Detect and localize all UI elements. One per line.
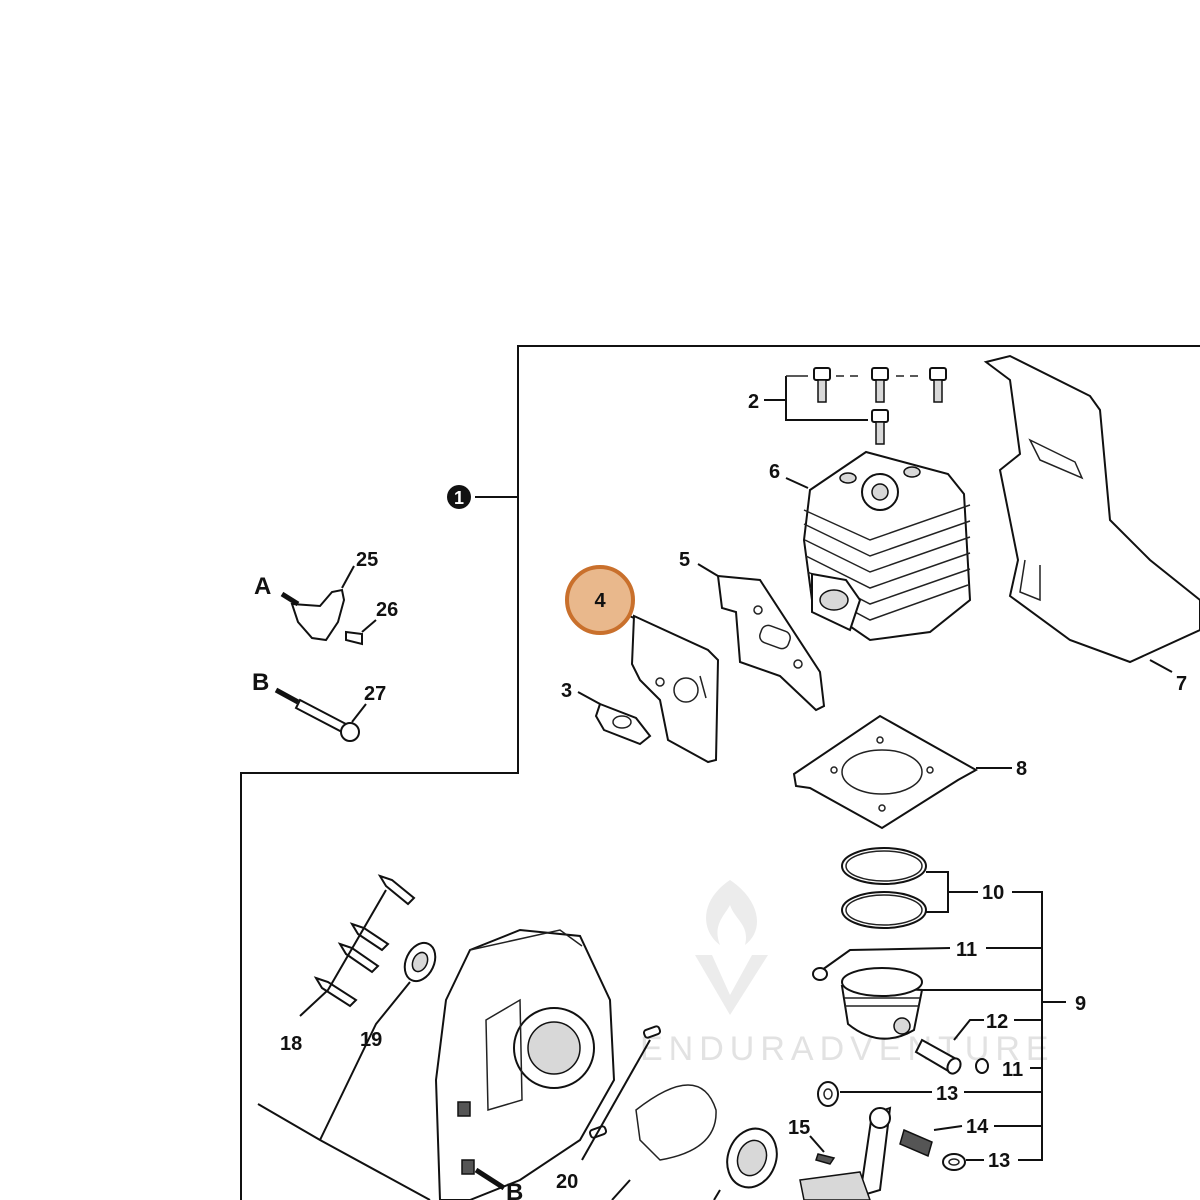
part-13-washer-2[interactable] [942,1153,984,1171]
screw-icon [313,976,358,1008]
bearing[interactable] [719,1122,785,1195]
part-14-needle-cage[interactable] [899,1125,963,1158]
callout-14[interactable]: 14 [966,1116,989,1138]
part-5-gasket[interactable] [697,563,826,712]
part-13-washer[interactable] [817,1081,932,1107]
assembly-boundary [240,345,1200,1200]
callout-27[interactable]: 27 [364,683,386,705]
selected-part-highlight[interactable]: 4 [565,565,635,635]
callout-10[interactable]: 10 [982,882,1004,904]
ref-b-bottom[interactable]: B [506,1179,523,1200]
screw-icon [377,874,416,906]
leader-2 [785,376,868,421]
crankshaft[interactable] [799,1106,892,1200]
callout-19[interactable]: 19 [360,1029,382,1051]
piston[interactable] [840,967,1042,1040]
callout-9[interactable]: 9 [1075,993,1086,1015]
ref-a[interactable]: A [254,573,271,600]
callout-6[interactable]: 6 [769,461,780,483]
assembly-number: 1 [454,488,464,508]
part-11-circlip-2[interactable] [975,1058,989,1074]
callout-20[interactable]: 20 [556,1171,578,1193]
screw-icon [871,367,889,403]
callout-18[interactable]: 18 [280,1033,302,1055]
part-8-base-gasket[interactable] [792,714,1012,830]
dowel-pins[interactable] [581,1025,662,1161]
part-27-screw[interactable] [294,698,367,742]
v-logo-icon [695,955,768,1015]
part-19-seal[interactable] [319,938,441,1141]
part-12-pin[interactable] [914,1019,984,1076]
flame-icon [706,880,757,945]
callout-11a[interactable]: 11 [956,939,977,961]
callout-8[interactable]: 8 [1016,758,1027,780]
ref-b[interactable]: B [252,669,269,696]
callout-26[interactable]: 26 [376,599,398,621]
callout-15[interactable]: 15 [788,1117,810,1139]
highlight-circle [565,565,635,635]
callout-4: 4 [594,590,606,612]
callout-13a[interactable]: 13 [936,1083,958,1105]
watermark-text: ENDURADVENTURE [640,1030,1055,1068]
part-6-cylinder[interactable] [785,450,972,642]
callout-13b[interactable]: 13 [988,1150,1010,1172]
part-11-circlip[interactable] [812,947,951,981]
part-26-screw[interactable] [345,619,377,646]
screw-icon [929,367,947,403]
part-25-bracket[interactable] [290,565,355,642]
crankcase-gasket[interactable] [611,1084,721,1200]
screw-icon [813,367,831,403]
callout-12[interactable]: 12 [986,1011,1008,1033]
part-15-key[interactable] [809,1135,836,1165]
callout-7[interactable]: 7 [1176,673,1187,695]
part-7-shroud[interactable] [983,354,1200,673]
callout-2[interactable]: 2 [748,391,759,413]
part-3-flange[interactable] [577,691,652,746]
callout-25[interactable]: 25 [356,549,378,571]
part-9-bracket [964,891,1066,1161]
callout-11b[interactable]: 11 [1002,1059,1023,1081]
screw-icon [349,922,390,952]
callout-5[interactable]: 5 [679,549,690,571]
part-2-screws[interactable] [764,367,947,445]
screw-icon [871,409,889,445]
assembly-number-badge [447,485,471,509]
callout-3[interactable]: 3 [561,680,572,702]
crankcase[interactable] [434,928,616,1200]
part-10-rings[interactable] [841,847,978,929]
